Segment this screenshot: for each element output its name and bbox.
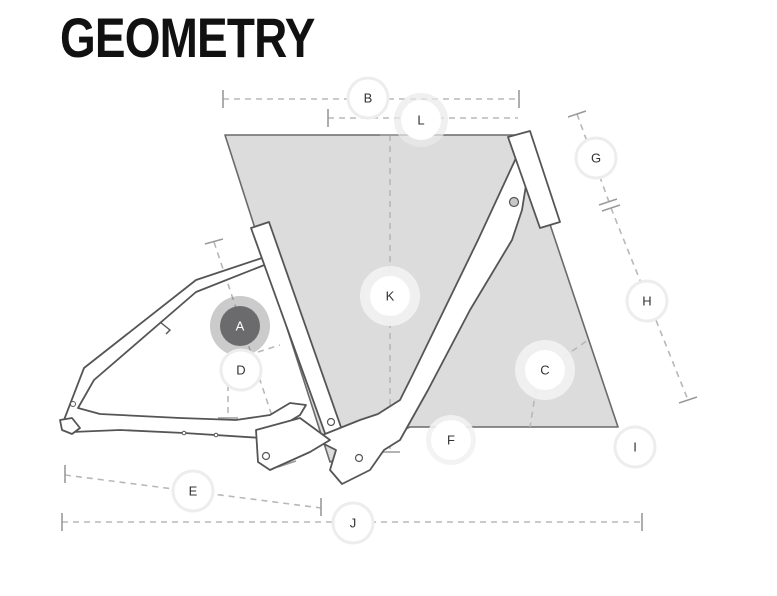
bike-frame bbox=[59, 130, 561, 485]
rear-triangle bbox=[63, 255, 307, 439]
marker-i-label: I bbox=[633, 440, 637, 455]
dropout bbox=[59, 417, 81, 435]
marker-e-label: E bbox=[189, 484, 198, 499]
marker-h-label: H bbox=[642, 294, 651, 309]
marker-i[interactable]: I bbox=[613, 425, 657, 469]
marker-b-label: B bbox=[364, 91, 373, 106]
marker-h[interactable]: H bbox=[625, 279, 669, 323]
marker-l-label: L bbox=[417, 113, 424, 128]
marker-l[interactable]: L bbox=[394, 93, 448, 147]
chainstay-tab bbox=[159, 321, 172, 335]
marker-g[interactable]: G bbox=[574, 136, 618, 180]
marker-f[interactable]: F bbox=[426, 415, 476, 465]
marker-j[interactable]: J bbox=[331, 501, 375, 545]
marker-e[interactable]: E bbox=[171, 469, 215, 513]
marker-b[interactable]: B bbox=[346, 76, 390, 120]
marker-k[interactable]: K bbox=[360, 266, 420, 326]
bottom-bracket bbox=[255, 417, 331, 471]
main-tube bbox=[319, 157, 531, 485]
marker-k-label: K bbox=[386, 289, 395, 304]
marker-c[interactable]: C bbox=[515, 340, 575, 400]
marker-j-label: J bbox=[350, 516, 357, 531]
page-title: GEOMETRY bbox=[60, 6, 315, 69]
marker-c-label: C bbox=[540, 363, 549, 378]
head-tube bbox=[507, 130, 561, 229]
marker-a-label: A bbox=[236, 319, 245, 334]
marker-a[interactable]: A bbox=[210, 296, 270, 356]
marker-g-label: G bbox=[591, 151, 601, 166]
marker-f-label: F bbox=[447, 433, 455, 448]
marker-d[interactable]: D bbox=[219, 348, 263, 392]
marker-d-label: D bbox=[236, 363, 245, 378]
